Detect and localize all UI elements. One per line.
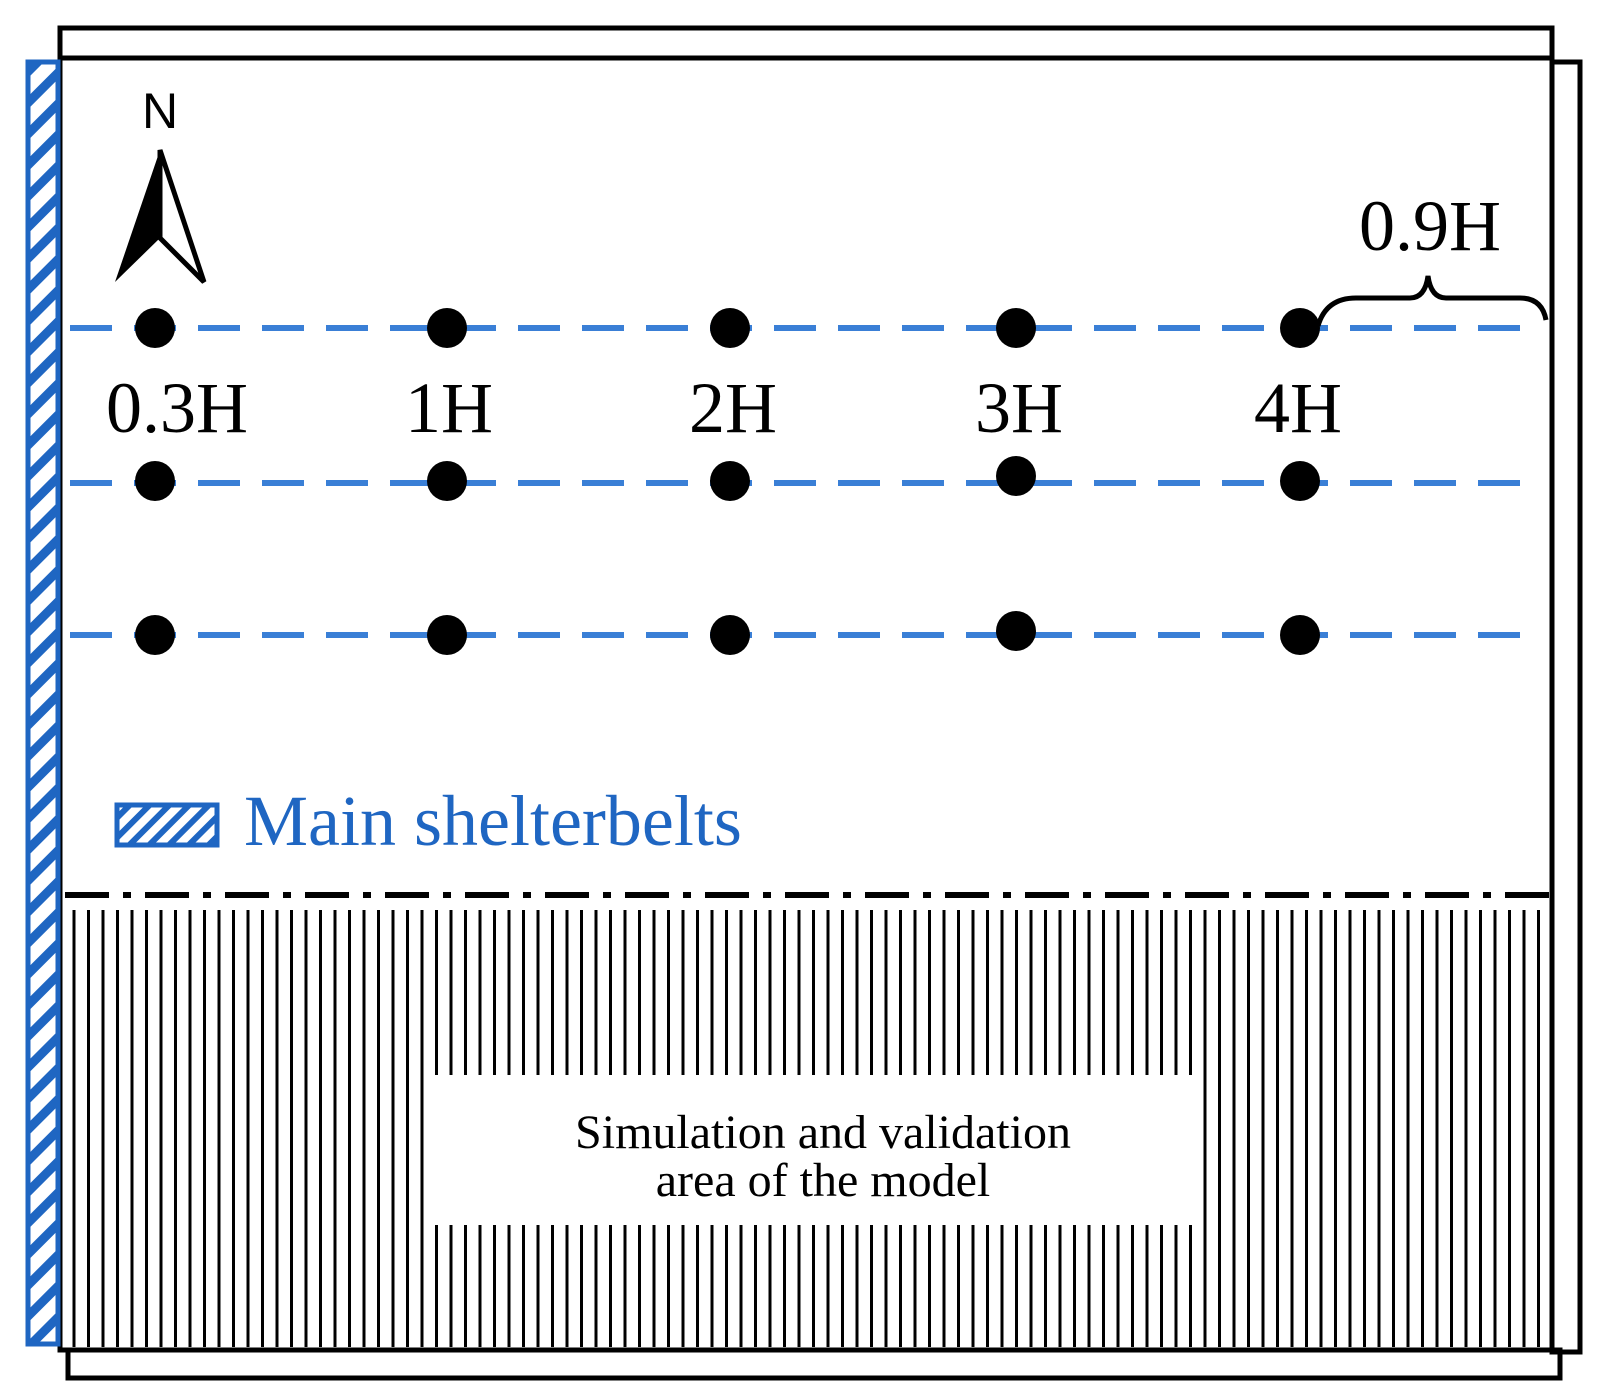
right-border bbox=[1549, 59, 1583, 1355]
legend-swatch bbox=[114, 802, 220, 848]
measurement-point bbox=[135, 615, 175, 655]
offset-label: 0.9H bbox=[1359, 186, 1501, 266]
measurement-point bbox=[427, 461, 467, 501]
measurement-point bbox=[710, 615, 750, 655]
measurement-points bbox=[135, 308, 1320, 655]
measurement-point bbox=[427, 308, 467, 348]
measurement-point bbox=[427, 615, 467, 655]
measurement-point bbox=[1280, 308, 1320, 348]
offset-brace bbox=[1315, 275, 1549, 327]
measurement-point bbox=[996, 456, 1036, 496]
distance-label-3h: 3H bbox=[975, 368, 1063, 448]
distance-label-2h: 2H bbox=[689, 368, 777, 448]
north-arrow-icon: N bbox=[115, 83, 207, 284]
north-arrow-label: N bbox=[142, 83, 178, 139]
legend-label: Main shelterbelts bbox=[244, 781, 742, 861]
measurement-point bbox=[710, 461, 750, 501]
measurement-point bbox=[135, 308, 175, 348]
measurement-point bbox=[135, 461, 175, 501]
model-area-label-box bbox=[432, 1075, 1192, 1225]
measurement-point bbox=[1280, 461, 1320, 501]
model-area-label-line1: Simulation and validation bbox=[575, 1106, 1071, 1159]
measurement-point bbox=[996, 308, 1036, 348]
measurement-point bbox=[996, 611, 1036, 651]
bottom-border bbox=[65, 1347, 1563, 1381]
top-border bbox=[57, 25, 1555, 61]
model-area-label-line2: area of the model bbox=[656, 1154, 991, 1207]
measurement-point bbox=[1280, 615, 1320, 655]
distance-label-1h: 1H bbox=[405, 368, 493, 448]
distance-label-4h: 4H bbox=[1254, 368, 1342, 448]
main-shelterbelt bbox=[25, 59, 61, 1347]
distance-label-0-3h: 0.3H bbox=[106, 368, 248, 448]
measurement-point bbox=[710, 308, 750, 348]
